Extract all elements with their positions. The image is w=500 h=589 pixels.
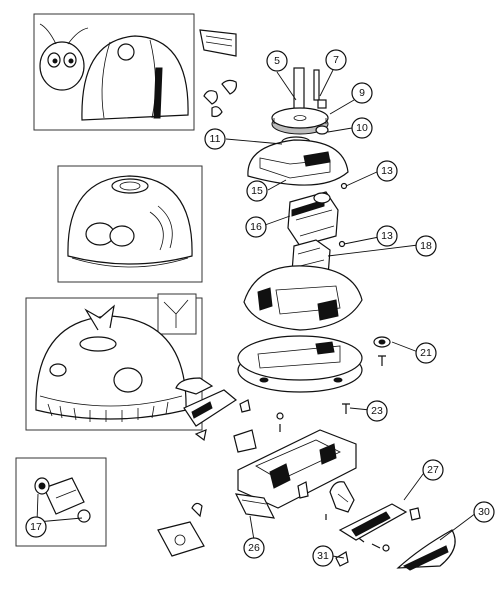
inset-whale-cover (25, 293, 203, 431)
svg-text:30: 30 (478, 506, 490, 518)
callout-17: 17 (25, 516, 47, 538)
gearbox-housing (247, 139, 349, 186)
callout-23: 23 (366, 400, 388, 422)
callout-16: 16 (245, 216, 267, 238)
svg-text:10: 10 (356, 122, 368, 134)
callout-18: 18 (415, 235, 437, 257)
callout-31: 31 (312, 545, 334, 567)
callout-5: 5 (266, 50, 288, 72)
base-plate (237, 335, 363, 393)
svg-text:9: 9 (359, 87, 365, 99)
callout-27: 27 (422, 459, 444, 481)
drive-shaft (293, 67, 327, 111)
chassis (233, 429, 357, 509)
rear-shell-piece (396, 529, 456, 571)
callout-21: 21 (415, 342, 437, 364)
callout-10: 10 (351, 117, 373, 139)
bottom-plate (157, 502, 205, 557)
cover-clip (199, 29, 237, 57)
callout-11: 11 (204, 128, 226, 150)
left-bumpers (175, 377, 251, 442)
svg-text:17: 17 (30, 521, 42, 533)
motor-block (287, 191, 339, 247)
main-gear (271, 107, 329, 135)
svg-text:13: 13 (381, 165, 393, 177)
callout-15: 15 (246, 180, 268, 202)
inset-dome-cover (57, 165, 203, 283)
svg-text:7: 7 (333, 54, 339, 66)
svg-text:23: 23 (371, 405, 383, 417)
svg-text:13: 13 (381, 230, 393, 242)
right-track-assembly (338, 503, 421, 541)
callout-9: 9 (351, 82, 373, 104)
callout-7: 7 (325, 49, 347, 71)
svg-text:31: 31 (317, 550, 329, 562)
drive-arm (329, 481, 355, 513)
leader-lines (36, 69, 477, 559)
svg-text:11: 11 (210, 133, 221, 145)
svg-text:18: 18 (420, 240, 432, 252)
side-brush (234, 493, 276, 519)
svg-text:16: 16 (250, 221, 262, 233)
svg-text:26: 26 (248, 542, 260, 554)
pinch-clip (335, 551, 349, 567)
svg-text:5: 5 (274, 55, 280, 67)
upper-shell (243, 265, 363, 331)
svg-text:27: 27 (427, 464, 439, 476)
callout-26: 26 (243, 537, 265, 559)
svg-text:21: 21 (420, 347, 432, 359)
callout-30: 30 (473, 501, 495, 523)
inset-bug-cover (33, 13, 195, 131)
callout-13-lower: 13 (376, 225, 398, 247)
svg-text:15: 15 (251, 185, 263, 197)
knob-fasteners (203, 79, 237, 118)
callout-13-upper: 13 (376, 160, 398, 182)
